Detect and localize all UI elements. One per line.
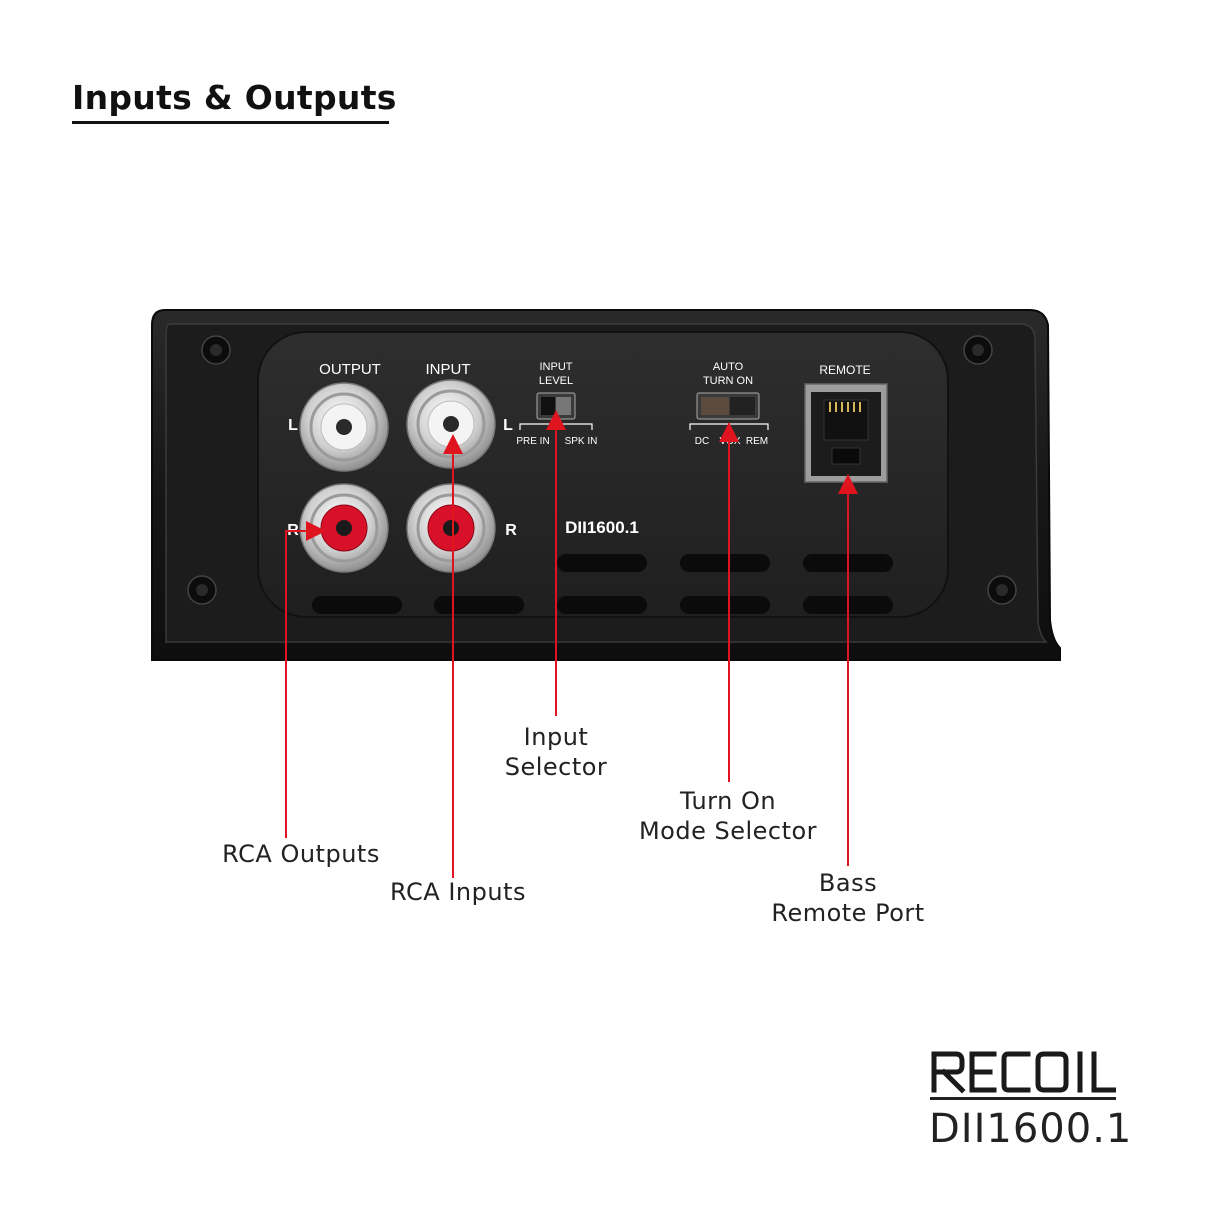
turn-on-mode-switch[interactable]: [696, 392, 760, 420]
input-level-label: LEVEL: [539, 375, 573, 387]
left-channel-mark: L: [288, 417, 298, 434]
left-channel-mark: L: [503, 417, 513, 434]
remote-label: REMOTE: [819, 363, 870, 377]
vox-label: VOX: [719, 436, 740, 447]
pre-in-label: PRE IN: [516, 436, 549, 447]
rem-label: REM: [746, 436, 768, 447]
rca-output-right-jack[interactable]: [299, 483, 389, 573]
brand-underline: [930, 1097, 1116, 1100]
turn-on-mode-label: Turn On Mode Selector: [638, 787, 818, 845]
auto-turn-on-label: TURN ON: [703, 375, 753, 387]
input-level-label: INPUT: [540, 361, 573, 373]
output-label: OUTPUT: [319, 361, 381, 378]
model-number: DII1600.1: [929, 1106, 1133, 1152]
right-channel-mark: R: [505, 522, 517, 539]
title-underline: [72, 121, 389, 124]
rca-outputs-label: RCA Outputs: [222, 840, 380, 868]
remote-port[interactable]: [804, 383, 888, 483]
rca-outputs-callout-line: [285, 521, 326, 838]
input-label: INPUT: [426, 361, 471, 378]
screw-icon: [963, 335, 993, 365]
recoil-logo: [931, 1051, 1116, 1094]
input-level-switch[interactable]: [536, 392, 576, 420]
rca-output-left-jack[interactable]: [299, 382, 389, 472]
dc-label: DC: [695, 436, 709, 447]
page-title: Inputs & Outputs: [72, 78, 397, 117]
rca-inputs-label: RCA Inputs: [390, 878, 526, 906]
input-selector-label: Input Selector: [504, 723, 608, 781]
vent-slots: [312, 554, 893, 614]
screw-icon: [201, 335, 231, 365]
screw-icon: [987, 575, 1017, 605]
spk-in-label: SPK IN: [565, 436, 598, 447]
panel-model-label: DII1600.1: [565, 518, 639, 537]
bass-remote-port-label: Bass Remote Port: [771, 869, 925, 927]
rca-input-right-jack[interactable]: [406, 483, 496, 573]
auto-turn-on-label: AUTO: [713, 361, 744, 373]
rca-input-left-jack[interactable]: [406, 379, 496, 469]
screw-icon: [187, 575, 217, 605]
